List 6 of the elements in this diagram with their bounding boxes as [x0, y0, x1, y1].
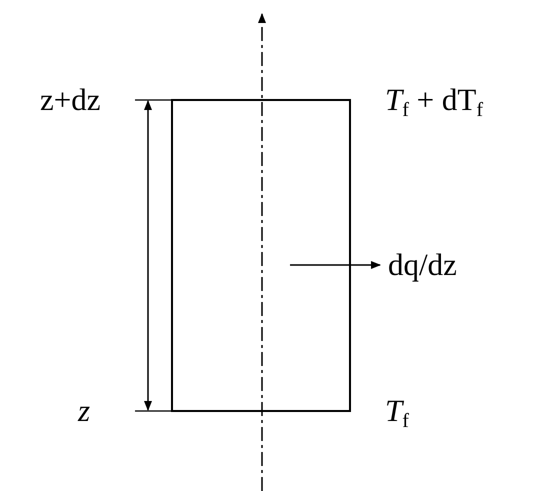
dimension-label: z+dz	[40, 82, 101, 118]
temperature-label: T$_{f}$	[385, 393, 409, 434]
temperature-label: T$_{f}$ + dT$_{f}$	[385, 82, 484, 123]
heat-flux-label: dq/dz	[388, 247, 457, 283]
control-volume-rectangle	[171, 99, 351, 412]
dimension-label: z	[78, 393, 90, 429]
